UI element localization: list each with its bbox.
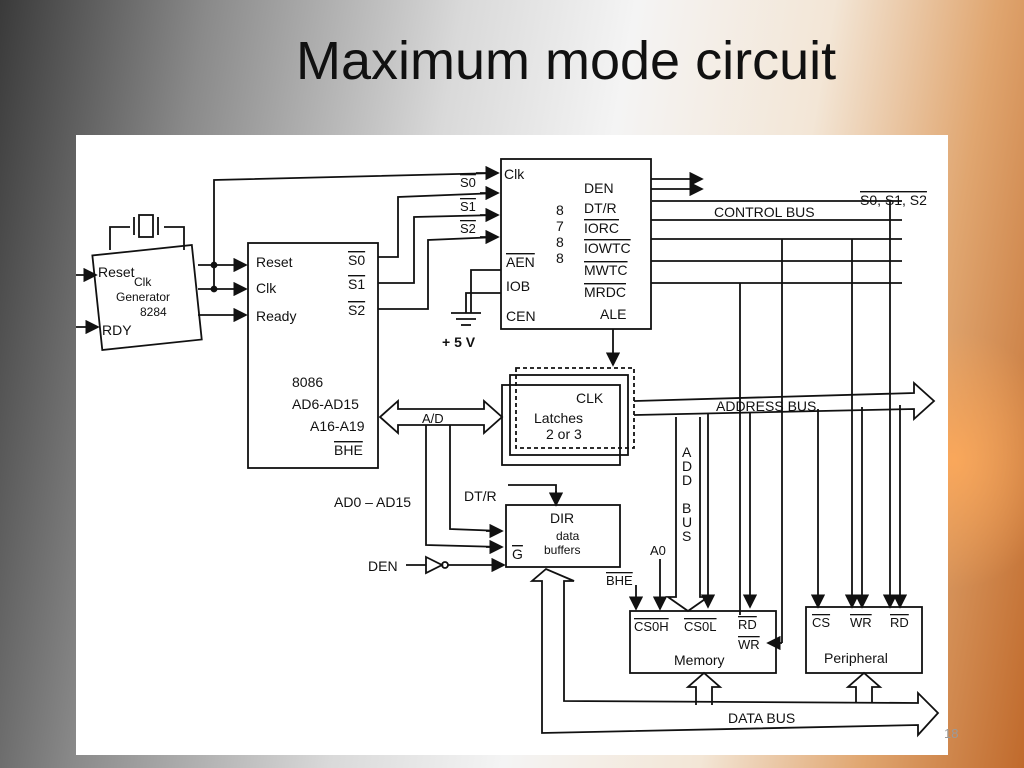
busctrl-aen-label: AEN [506,254,535,270]
a0-signal-label: A0 [650,543,666,558]
data-bus-label: DATA BUS [728,710,795,726]
busctrl-iowtc-label: IOWTC [584,240,631,256]
busctrl-den-label: DEN [584,180,614,196]
cpu-ready-label: Ready [256,308,296,324]
cpu-ad-label: AD6-AD15 [292,396,359,412]
ad0-ad15-label: AD0 – AD15 [334,494,411,510]
address-bus-label: ADDRESS BUS [716,398,816,414]
busctrl-number-8: 8 [556,202,564,218]
peripheral-wr-label: WR [850,615,872,630]
add-bus-vertical-u: U [682,514,692,530]
cpu-reset-label: Reset [256,254,293,270]
cpu-clk-label: Clk [256,280,277,296]
crystal-symbol [109,214,185,250]
busctrl-number-7: 7 [556,218,564,234]
clkgen-rdy-label: RDY [102,322,132,338]
peripheral-cs-label: CS [812,615,830,630]
busctrl-number-8b: 8 [556,234,564,250]
clkgen-title-2: Generator [116,290,170,304]
busctrl-dtr-label: DT/R [584,200,617,216]
cpu-s2-label: S2 [348,302,365,318]
cpu-8086-box [247,242,379,469]
buffers-name-label-2: buffers [544,543,580,557]
plus5v-label: + 5 V [442,334,476,350]
busctrl-mwtc-label: MWTC [584,262,628,278]
buffers-g-label: G [512,546,523,562]
busctrl-iorc-label: IORC [584,220,619,236]
busctrl-cen-label: CEN [506,308,536,324]
memory-rd-label: RD [738,617,757,632]
buffers-name-label: data [556,529,580,543]
data-buffers-box [505,504,621,568]
cpu-name-label: 8086 [292,374,323,390]
control-bus-label: CONTROL BUS [714,204,815,220]
latches-name-label: Latches [534,410,583,426]
slide-title: Maximum mode circuit [296,31,837,91]
busctrl-ale-label: ALE [600,306,626,322]
busctrl-clk-label: Clk [504,166,525,182]
memory-cs0l-label: CS0L [684,619,717,634]
buffers-dir-label: DIR [550,510,574,526]
bhe-signal-label: BHE [606,573,633,588]
peripheral-rd-label: RD [890,615,909,630]
status-in-s0: S0 [460,175,476,190]
bus-controller-8288-box [500,158,652,330]
add-bus-vertical-d1: D [682,458,692,474]
clkgen-title: Clk [134,275,152,289]
add-bus-vertical-s: S [682,528,691,544]
latches-box [501,384,621,466]
status-in-s1: S1 [460,199,476,214]
ad-bus-arrow [378,398,504,436]
clkgen-title-3: 8284 [140,305,167,319]
maximum-mode-circuit-diagram: Reset RDY Clk Generator 8284 Reset Clk R… [76,158,940,738]
cpu-s0-label: S0 [348,252,365,268]
busctrl-mrdc-label: MRDC [584,284,626,300]
cpu-bhe-label: BHE [334,442,363,458]
address-bus-arrow [633,380,936,422]
status-out-label: S0, S1, S2 [860,192,927,208]
cpu-a-label: A16-A19 [310,418,365,434]
clock-generator-8284-box [91,244,203,351]
data-bus-arrow [529,567,940,738]
den-signal-label: DEN [368,558,398,574]
latches-name-label-2: 2 or 3 [546,426,582,442]
busctrl-number-8c: 8 [556,250,564,266]
circuit-diagram-panel: Reset RDY Clk Generator 8284 Reset Clk R… [76,135,948,755]
add-bus-vertical-b: B [682,500,691,516]
memory-name-label: Memory [674,652,725,668]
status-in-s2: S2 [460,221,476,236]
slide-number: 18 [944,726,959,741]
add-bus-vertical-label: A [682,444,692,460]
clkgen-reset-label: Reset [98,264,135,280]
busctrl-iob-label: IOB [506,278,530,294]
cpu-s1-label: S1 [348,276,365,292]
memory-wr-label: WR [738,637,760,652]
ad-mux-label: A/D [422,411,444,426]
latches-clk-label: CLK [576,390,604,406]
dtr-signal-label: DT/R [464,488,497,504]
memory-cs0h-label: CS0H [634,619,669,634]
add-bus-vertical-d2: D [682,472,692,488]
peripheral-name-label: Peripheral [824,650,888,666]
